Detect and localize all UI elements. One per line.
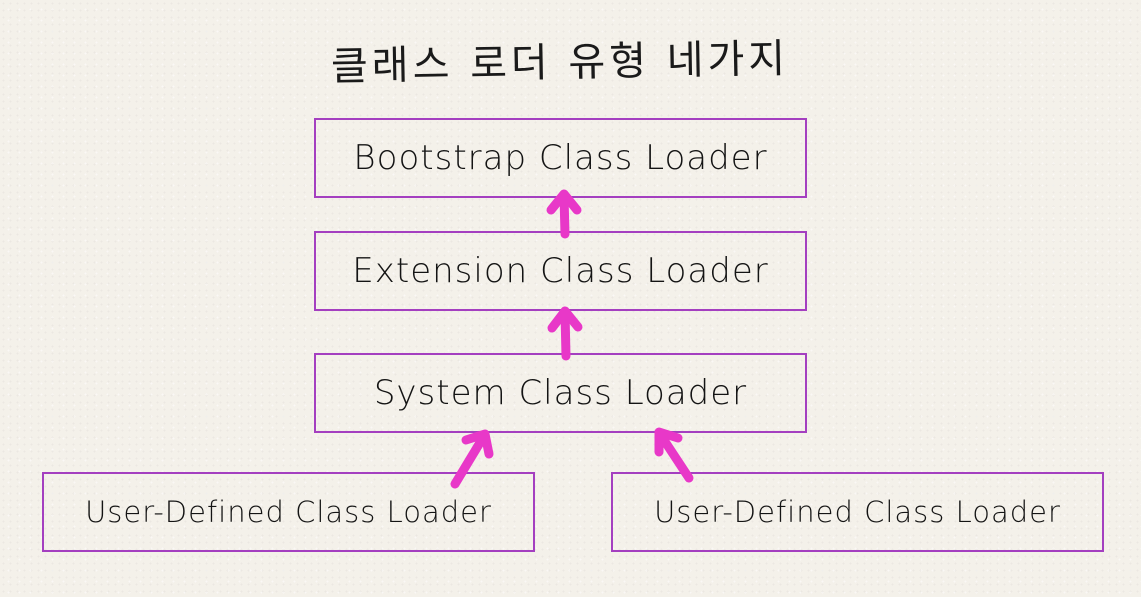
- user-defined-class-loader-box-right: User-Defined Class Loader: [611, 472, 1104, 552]
- bootstrap-class-loader-label: Bootstrap Class Loader: [353, 138, 768, 178]
- user-defined-class-loader-label-right: User-Defined Class Loader: [654, 495, 1061, 529]
- user-defined-class-loader-label-left: User-Defined Class Loader: [85, 495, 492, 529]
- system-class-loader-label: System Class Loader: [373, 373, 748, 413]
- extension-class-loader-box: Extension Class Loader: [314, 231, 807, 311]
- user-defined-class-loader-box-left: User-Defined Class Loader: [42, 472, 535, 552]
- system-class-loader-box: System Class Loader: [314, 353, 807, 433]
- arrow-system-to-extension: [547, 306, 583, 361]
- bootstrap-class-loader-box: Bootstrap Class Loader: [314, 118, 807, 198]
- diagram-title: 클래스 로더 유형 네가지: [330, 36, 790, 90]
- arrow-extension-to-bootstrap: [546, 189, 582, 239]
- extension-class-loader-label: Extension Class Loader: [352, 251, 769, 291]
